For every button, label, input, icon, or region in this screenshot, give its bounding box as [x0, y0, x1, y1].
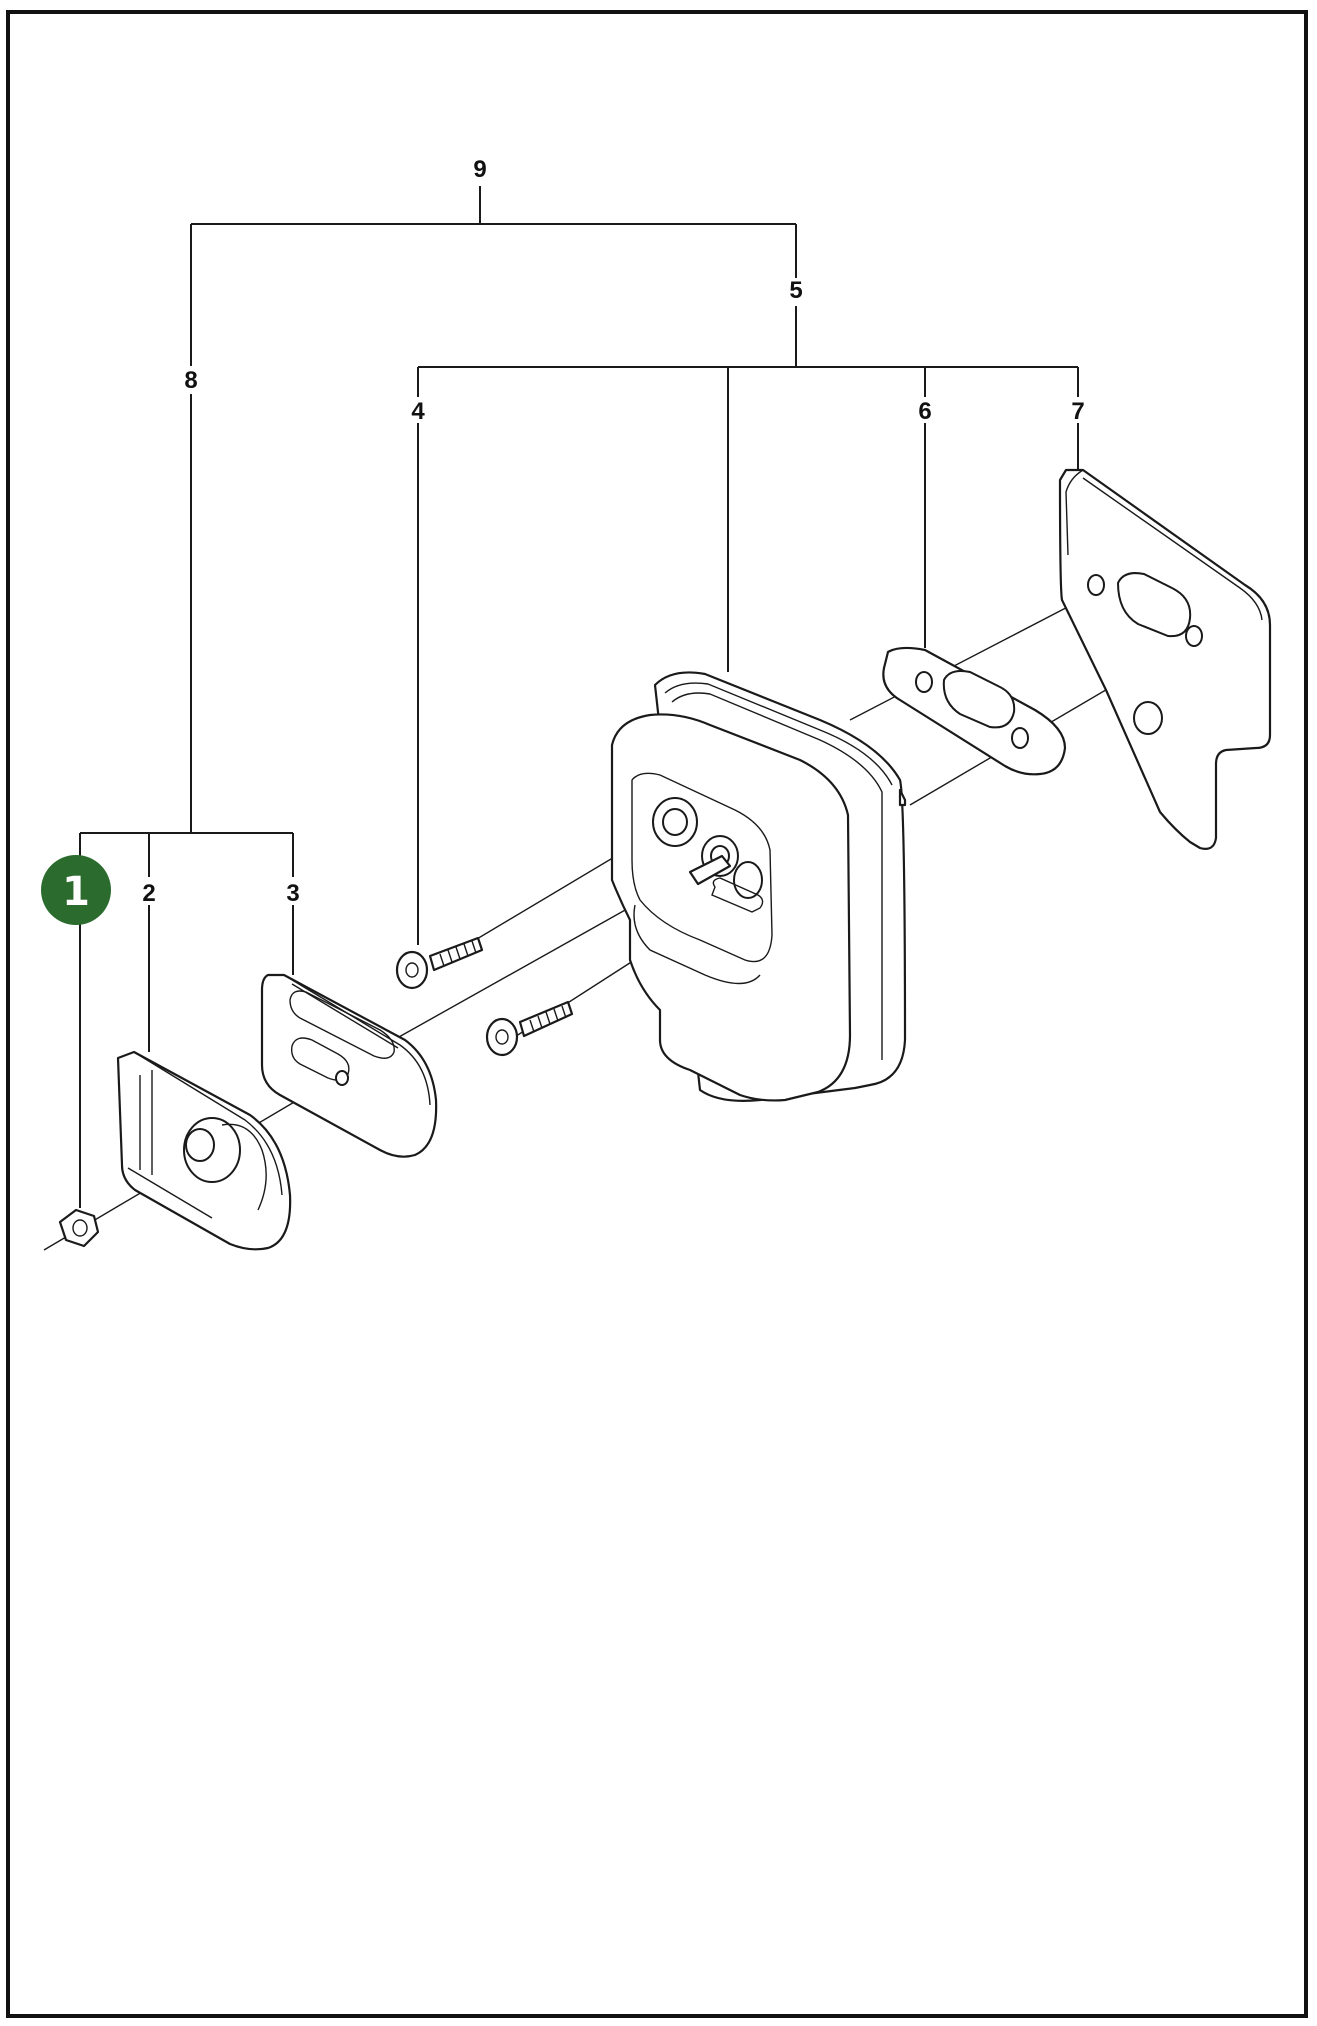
part-5-muffler-body	[610, 671, 907, 1102]
label-2: 2	[142, 880, 155, 907]
leader-lines	[79, 186, 1079, 1208]
part-1-nut	[58, 1208, 100, 1248]
part-3-plate	[260, 973, 438, 1158]
label-8: 8	[184, 367, 197, 394]
page-frame	[6, 10, 1308, 2018]
callout-1-number: 1	[62, 869, 90, 915]
part-4-screw-lower	[485, 1000, 574, 1057]
part-6-gasket	[882, 646, 1067, 776]
label-4: 4	[411, 398, 425, 425]
part-4-screw-upper	[395, 936, 484, 990]
label-7: 7	[1071, 398, 1084, 425]
part-7-heat-shield	[1058, 468, 1272, 850]
label-6: 6	[918, 398, 931, 425]
label-5: 5	[789, 277, 802, 304]
label-9: 9	[473, 156, 486, 183]
callout-circle	[41, 855, 111, 925]
part-2-deflector	[116, 1050, 292, 1251]
label-3: 3	[286, 880, 299, 907]
callout-1-badge[interactable]: 1	[41, 855, 111, 925]
part-labels: 9 5 8 4 6 7 2 3	[142, 156, 1084, 907]
